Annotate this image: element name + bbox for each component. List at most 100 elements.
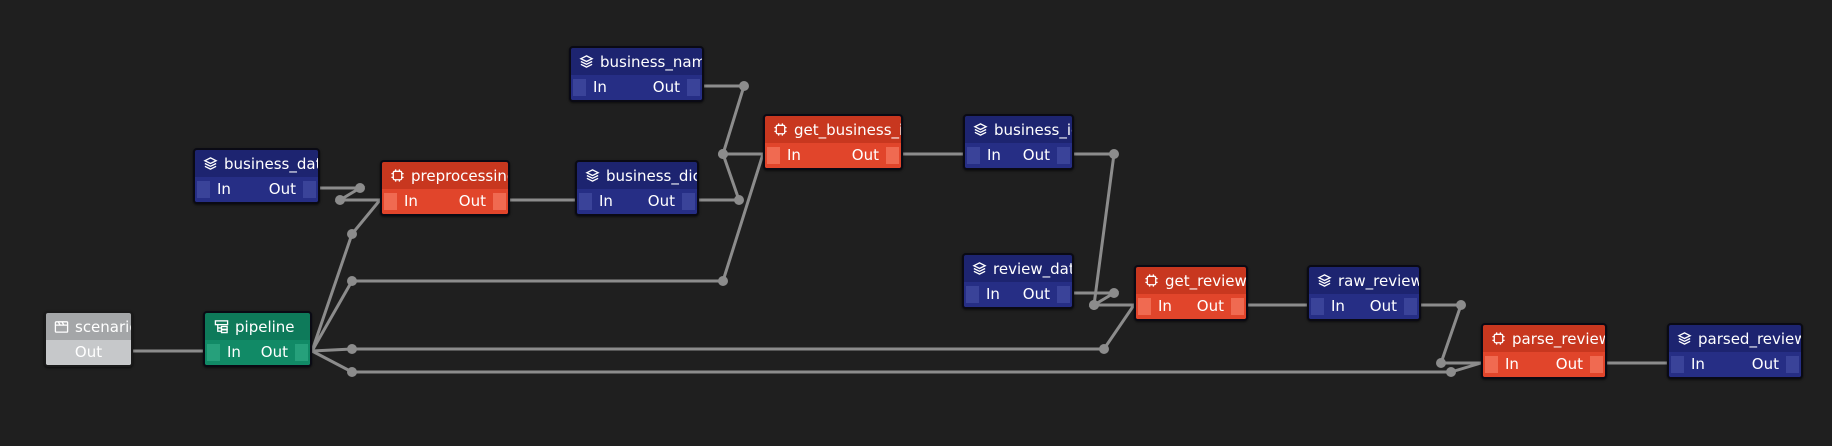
edge-bend-point[interactable]: [1456, 300, 1466, 310]
edge-business-dict-to-get-business-id[interactable]: [697, 152, 765, 202]
output-port-handle[interactable]: [1057, 147, 1070, 164]
output-port-handle[interactable]: [1231, 298, 1244, 315]
input-port-handle[interactable]: [1311, 298, 1324, 315]
node-header: review_data: [964, 255, 1072, 282]
input-port-label: In: [599, 192, 613, 210]
edge-bend-point[interactable]: [1109, 149, 1119, 159]
edge-bend-point[interactable]: [1089, 300, 1099, 310]
output-port-label: Out: [652, 78, 680, 96]
input-port-label: In: [1158, 297, 1172, 315]
pipeline-icon: [213, 319, 229, 335]
output-port-handle[interactable]: [687, 79, 700, 96]
output-port-label: Out: [1022, 146, 1050, 164]
edge-bend-point[interactable]: [739, 81, 749, 91]
edge-bend-point[interactable]: [1436, 358, 1446, 368]
output-port-handle[interactable]: [295, 344, 308, 361]
output-port-handle[interactable]: [303, 181, 316, 198]
edge-bend-point[interactable]: [1109, 288, 1119, 298]
input-port-handle[interactable]: [1671, 356, 1684, 373]
edge-bend-point[interactable]: [1099, 344, 1109, 354]
output-port-label: Out: [268, 180, 296, 198]
edge-bend-point[interactable]: [347, 367, 357, 377]
layers-icon: [1677, 331, 1692, 347]
edge-bend-point[interactable]: [734, 195, 744, 205]
layers-icon: [1317, 273, 1332, 289]
node-business-data[interactable]: business_dataInOut: [193, 148, 320, 204]
edge-pipeline-to-parse-reviews[interactable]: [310, 349, 1483, 374]
edge-pipeline-to-preprocessing[interactable]: [310, 198, 382, 353]
node-header: business_name: [571, 48, 702, 75]
node-header: parse_reviews: [1483, 325, 1605, 352]
edge-bend-point[interactable]: [718, 276, 728, 286]
output-port-handle[interactable]: [493, 193, 506, 210]
output-port-label: Out: [1555, 355, 1583, 373]
layers-icon: [585, 168, 600, 184]
edge-business-name-to-get-business-id[interactable]: [702, 84, 765, 156]
edge-bend-point[interactable]: [355, 183, 365, 193]
output-port-label: Out: [458, 192, 486, 210]
edge-bend-point[interactable]: [347, 276, 357, 286]
node-header: business_dict: [577, 162, 697, 189]
input-port-handle[interactable]: [384, 193, 397, 210]
edge-bend-point[interactable]: [335, 195, 345, 205]
edge-pipeline-to-get-reviews[interactable]: [310, 303, 1136, 353]
input-port-label: In: [217, 180, 231, 198]
node-title: business_name: [600, 52, 704, 71]
input-port-handle[interactable]: [207, 344, 220, 361]
input-port-handle[interactable]: [573, 79, 586, 96]
node-title: get_reviews: [1165, 271, 1248, 290]
node-title: preprocessing: [411, 166, 510, 185]
input-port-handle[interactable]: [966, 286, 979, 303]
input-port-handle[interactable]: [579, 193, 592, 210]
input-port-handle[interactable]: [967, 147, 980, 164]
output-port-handle[interactable]: [682, 193, 695, 210]
edge-pipeline-to-get-business-id[interactable]: [310, 152, 765, 353]
input-port-label: In: [404, 192, 418, 210]
output-port-handle[interactable]: [1057, 286, 1070, 303]
edge-business-id-to-get-reviews[interactable]: [1072, 152, 1136, 307]
output-port-handle[interactable]: [1590, 356, 1603, 373]
output-port-handle[interactable]: [1786, 356, 1799, 373]
output-port-label: Out: [260, 343, 288, 361]
edge-bend-point[interactable]: [347, 229, 357, 239]
edge-raw-reviews-to-parse-reviews[interactable]: [1419, 303, 1483, 365]
edge-review-data-to-get-reviews[interactable]: [1072, 291, 1136, 307]
node-header: get_reviews: [1136, 267, 1246, 294]
edge-bend-point[interactable]: [1446, 367, 1456, 377]
output-port-label: Out: [851, 146, 879, 164]
output-port-handle[interactable]: [886, 147, 899, 164]
input-port-label: In: [1331, 297, 1345, 315]
node-title: parsed_reviews: [1698, 329, 1803, 348]
edge-bend-point[interactable]: [347, 344, 357, 354]
edge-business-data-to-preprocessing[interactable]: [318, 186, 382, 202]
node-title: business_dict: [606, 166, 699, 185]
layers-icon: [973, 122, 988, 138]
input-port-handle[interactable]: [767, 147, 780, 164]
node-review-data[interactable]: review_dataInOut: [962, 253, 1074, 309]
input-port-handle[interactable]: [1485, 356, 1498, 373]
output-port-handle[interactable]: [1404, 298, 1417, 315]
node-title: parse_reviews: [1512, 329, 1605, 348]
edge-bend-point[interactable]: [718, 149, 728, 159]
input-port-handle[interactable]: [197, 181, 210, 198]
scenario-icon: [54, 319, 69, 335]
chip-icon: [390, 168, 405, 184]
input-port-handle[interactable]: [1138, 298, 1151, 315]
